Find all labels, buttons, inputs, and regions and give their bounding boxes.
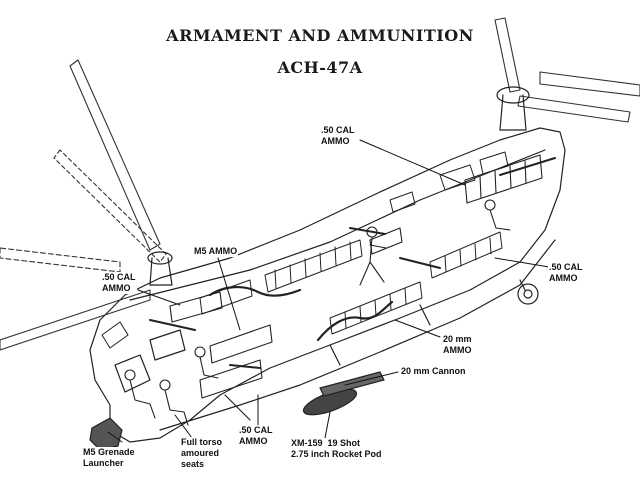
label-m5-ammo: M5 AMMO <box>193 246 239 257</box>
ammo-feed-chutes <box>208 286 394 342</box>
landing-gear <box>517 279 539 305</box>
grenade-launcher <box>89 417 123 451</box>
rotor-blades <box>0 17 640 351</box>
diagram-subtitle: ACH-47A <box>277 58 363 77</box>
leader-lines <box>107 139 556 443</box>
label-50cal-ammo-top: .50 CAL AMMO <box>320 125 356 147</box>
label-20mm-ammo: 20 mm AMMO <box>442 334 473 356</box>
label-20mm-cannon: 20 mm Cannon <box>400 366 467 377</box>
label-armoured-seats: Full torso amoured seats <box>180 437 223 470</box>
label-50cal-ammo-left: .50 CAL AMMO <box>101 272 137 294</box>
rotor-hubs <box>147 86 530 286</box>
label-rocket-pod: XM-159 19 Shot 2.75 inch Rocket Pod <box>290 438 383 460</box>
diagram-title: ARMAMENT AND AMMUNITION <box>166 26 474 45</box>
windows <box>101 151 509 349</box>
label-50cal-ammo-right: .50 CAL AMMO <box>548 262 584 284</box>
crew-figures <box>124 199 511 426</box>
label-m5-grenade-launcher: M5 Grenade Launcher <box>82 447 136 469</box>
seat-rows <box>199 231 503 335</box>
cannon-20mm <box>319 371 385 397</box>
label-50cal-ammo-bottom: .50 CAL AMMO <box>238 425 274 447</box>
